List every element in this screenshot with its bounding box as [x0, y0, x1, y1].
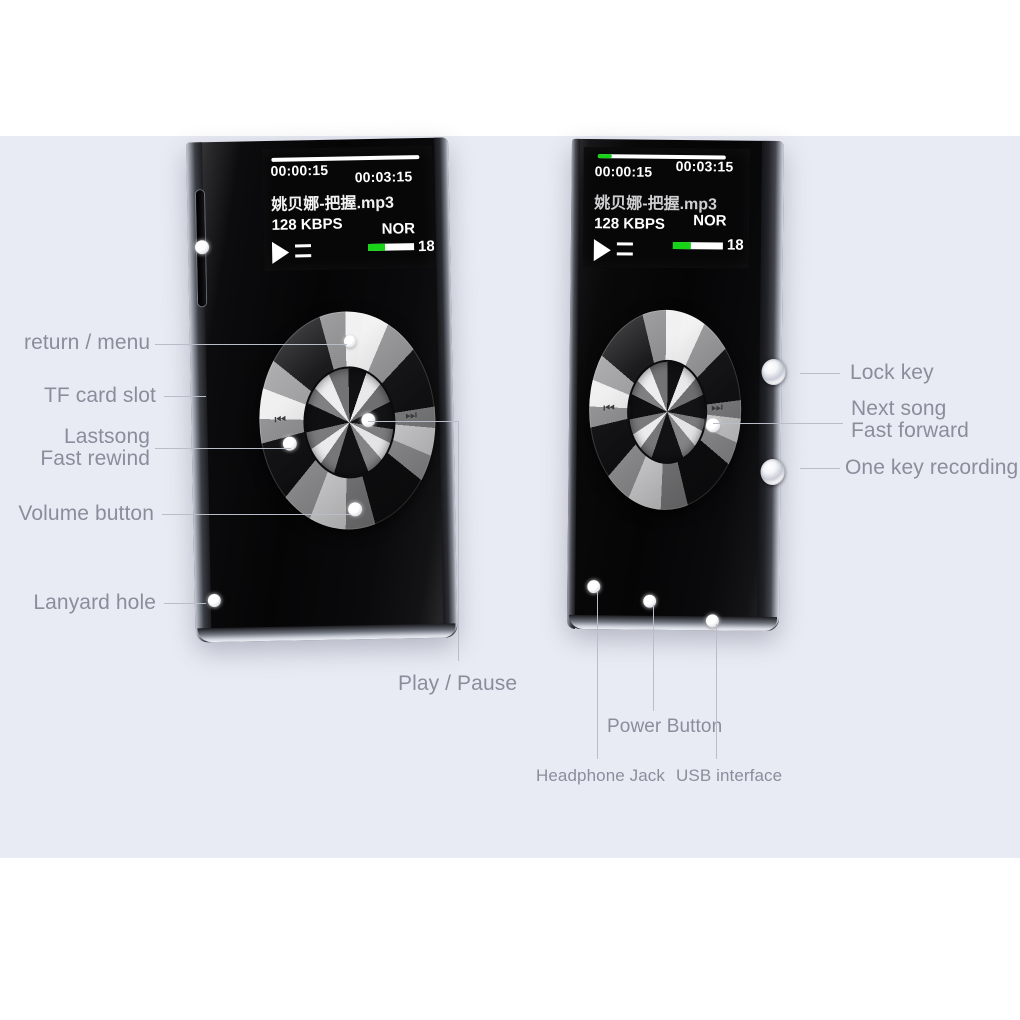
volume-level: 18 — [417, 237, 435, 256]
leader-return-menu — [155, 344, 347, 345]
record-button-marker[interactable] — [760, 458, 785, 486]
control-wheel[interactable]: ⏮ ⏭ — [588, 309, 743, 511]
bitrate-label: 128 KBPS — [594, 215, 666, 233]
total-time: 00:03:15 — [675, 157, 734, 175]
label-lastsong-line2: Fast rewind — [40, 447, 150, 471]
power-button-marker[interactable] — [643, 594, 657, 608]
display-screen: 00:00:15 00:03:15 姚贝娜-把握.mp3 128 KBPS NO… — [262, 145, 435, 272]
label-lock-key: Lock key — [850, 361, 934, 384]
leader-volume-button — [162, 514, 350, 515]
leader-next-song — [713, 423, 843, 424]
label-usb-interface: USB interface — [676, 766, 783, 785]
label-play-pause: Play / Pause — [398, 672, 518, 695]
label-tf-card-slot: TF card slot — [43, 384, 156, 407]
elapsed-time: 00:00:15 — [594, 163, 653, 180]
leader-lanyard-hole — [164, 603, 206, 604]
play-triangle-icon — [593, 239, 611, 262]
leader-headphone-jack — [597, 591, 598, 759]
next-track-icon[interactable]: ⏭ — [711, 399, 723, 415]
next-track-icon[interactable]: ⏭ — [405, 407, 418, 423]
label-lastsong: Lastsong Fast rewind — [10, 425, 150, 471]
equalizer-lines-icon — [295, 254, 312, 258]
leader-tf-card-slot — [164, 396, 206, 397]
leader-play-pause-v — [458, 421, 459, 661]
volume-bar-fill — [672, 241, 691, 250]
prev-track-icon[interactable]: ⏮ — [603, 400, 615, 416]
leader-lock-key — [800, 373, 840, 374]
label-volume-button: Volume button — [18, 502, 154, 525]
display-screen: 00:00:15 00:03:15 姚贝娜-把握.mp3 128 KBPS NO… — [582, 147, 750, 269]
label-one-key-recording: One key recording — [845, 456, 1019, 479]
label-lastsong-line1: Lastsong — [63, 425, 150, 448]
elapsed-time: 00:00:15 — [270, 161, 329, 179]
song-title: 姚贝娜-把握.mp3 — [594, 195, 718, 214]
device-front-right-view: 00:00:15 00:03:15 姚贝娜-把握.mp3 128 KBPS NO… — [566, 138, 786, 632]
progress-bar-track — [271, 155, 420, 162]
progress-bar-fill — [597, 154, 612, 159]
volume-level: 18 — [726, 236, 744, 254]
leader-lastsong — [155, 448, 291, 449]
label-next-song-line1: Next song — [851, 397, 947, 420]
label-lanyard-hole: Lanyard hole — [33, 591, 156, 614]
volume-bar-fill — [368, 243, 386, 252]
diagram-background-panel — [0, 136, 1020, 858]
label-next-song-line2: Fast forward — [851, 419, 969, 443]
leader-power-button — [653, 605, 654, 711]
label-return-menu: return / menu — [24, 331, 151, 354]
eq-mode-label: NOR — [693, 212, 727, 230]
bitrate-label: 128 KBPS — [271, 215, 343, 234]
device-front-left-view: 00:00:15 00:03:15 姚贝娜-把握.mp3 128 KBPS NO… — [186, 137, 458, 643]
equalizer-lines-icon — [295, 244, 312, 248]
leader-usb-interface — [716, 624, 717, 759]
eq-mode-label: NOR — [381, 220, 416, 238]
headphone-jack-marker[interactable] — [587, 580, 601, 594]
total-time: 00:03:15 — [354, 168, 413, 186]
leader-one-key-recording — [800, 468, 840, 469]
next-track-marker[interactable] — [705, 418, 721, 433]
bottom-edge-rail — [568, 614, 778, 632]
label-next-song: Next song Fast forward — [851, 397, 969, 443]
label-power-button: Power Button — [607, 716, 723, 737]
equalizer-lines-icon — [616, 242, 633, 246]
leader-play-pause-h — [368, 421, 458, 422]
usb-port-marker[interactable] — [705, 614, 720, 628]
label-headphone-jack: Headphone Jack — [536, 766, 665, 785]
lock-key-marker[interactable] — [761, 358, 786, 386]
equalizer-lines-icon — [616, 252, 633, 256]
play-triangle-icon — [271, 241, 290, 264]
prev-track-icon[interactable]: ⏮ — [274, 411, 287, 427]
song-title: 姚贝娜-把握.mp3 — [271, 194, 395, 214]
